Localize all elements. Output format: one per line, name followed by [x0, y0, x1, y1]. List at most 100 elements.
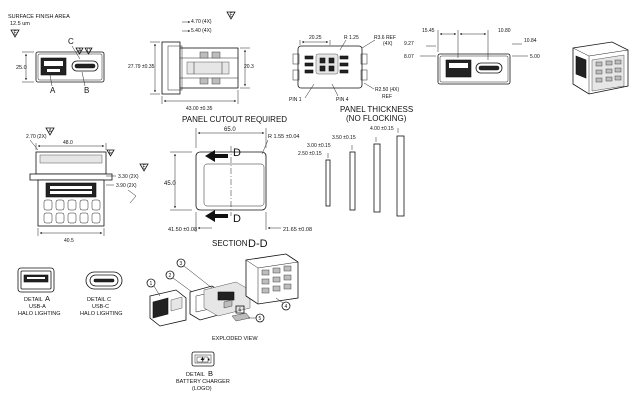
detail-b-line2: BATTERY CHARGER: [176, 379, 230, 385]
battery-charger-logo-icon: [196, 356, 210, 363]
callout-5: 5: [248, 313, 265, 323]
detail-a-word: DETAIL: [24, 297, 43, 303]
front-view: 25.0 C A B A D: [16, 37, 105, 95]
panel-dim-450: 45.0: [164, 181, 176, 187]
callout-5-label: 5: [259, 316, 262, 322]
surface-finish-value: 12.5 um: [10, 21, 30, 27]
usb-a-port-icon: [445, 59, 472, 78]
panel-thickness-title-2: (NO FLOCKING): [346, 114, 407, 123]
section-arrow-bottom-icon: [205, 210, 228, 222]
rear-dim-r250: R2.50 (4X): [375, 87, 400, 93]
callout-3-label: 3: [180, 261, 183, 267]
bottom-flag-a-icon: A: [45, 127, 55, 136]
panel-sample-350: [373, 143, 381, 213]
exploded-rear-housing: [245, 253, 299, 305]
bottom-flag-a-letter: A: [49, 129, 53, 135]
front-label-b: B: [84, 86, 89, 95]
side-flag-e-icon: E: [226, 11, 236, 20]
detail-a: DETAIL A USB-A HALO LIGHTING: [17, 267, 60, 317]
exploded-view: 1 2 3 4 5 6 EXPLODED VIEW: [146, 253, 299, 342]
panel-sample-300: [349, 151, 356, 211]
bottom-dim-330: 3.30 (2X): [118, 174, 139, 180]
bottom-flag-e1-icon: E: [106, 149, 115, 157]
exploded-label: [231, 312, 251, 322]
callout-3: 3: [176, 258, 213, 289]
side-dim-203: 20.3: [244, 64, 254, 70]
front-label-a: A: [50, 86, 56, 95]
panel-sample-250: [325, 159, 331, 207]
usb-c-halo-icon: [93, 278, 115, 283]
bottom-flag-e1-letter: E: [109, 150, 113, 156]
bottom-flag-e2-letter: E: [143, 165, 147, 171]
panel-dim-650: 65.0: [224, 127, 236, 133]
panel-cutout: PANEL CUTOUT REQUIRED 65.0 R 1.55 ±0.04 …: [164, 115, 312, 250]
right-front-view: 15.45 10.80 9.27 8.07 10.84 5.00: [404, 28, 540, 85]
callout-4-label: 4: [285, 304, 288, 310]
callout-6: 6: [235, 305, 245, 314]
panel-thickness-title-1: PANEL THICKNESS: [340, 105, 413, 114]
exploded-front-bezel: [149, 289, 187, 327]
rear-ref: REF: [382, 94, 392, 100]
rear-dim-2025: 20.25: [309, 35, 322, 41]
detail-a-letter: A: [45, 294, 50, 303]
surface-finish-flag-icon: E: [10, 29, 20, 38]
section-mark-bottom: D: [233, 213, 241, 225]
surface-finish-title: SURFACE FINISH AREA: [8, 14, 70, 20]
detail-c: DETAIL C USB-C HALO LIGHTING: [80, 271, 122, 317]
front-flag-a-letter: A: [78, 48, 82, 54]
detail-c-line1: DETAIL C: [87, 297, 111, 303]
detail-a-line2: USB-A: [29, 304, 46, 310]
rear-pin1: PIN 1: [289, 97, 302, 103]
thickness-dim-300: 3.00 ±0.15: [307, 143, 331, 149]
bottom-view: 2.70 (2X) A 48.0 E 3.30 (2X) 3.90 (2X) E…: [26, 127, 149, 244]
side-view: 4.70 (4X) 5.40 (4X) E 27.79 ±0.35 20.3 4…: [128, 11, 254, 112]
side-flag-e-letter: E: [230, 13, 234, 19]
panel-dim-4150: 41.50 ±0.08: [168, 227, 197, 233]
rear-dim-r36: R3.6 REF: [374, 35, 396, 41]
surface-finish-flag-letter: E: [14, 31, 18, 37]
front-flag-a-icon: A: [75, 47, 84, 55]
detail-b-word: DETAIL: [186, 372, 205, 378]
panel-thickness: PANEL THICKNESS (NO FLOCKING) 4.00 ±0.15…: [298, 105, 413, 217]
thickness-dim-350: 3.50 ±0.15: [332, 135, 356, 141]
rf-dim-1080: 10.80: [498, 28, 511, 34]
side-dim-2779: 27.79 ±0.35: [128, 64, 155, 70]
front-flag-d-icon: D: [84, 47, 93, 55]
callout-1: 1: [146, 278, 161, 297]
detail-b-line3: (LOGO): [192, 386, 212, 392]
callout-4: 4: [275, 297, 291, 311]
rear-dim-r125: R 1.25: [344, 35, 359, 41]
detail-c-line2: USB-C: [92, 304, 109, 310]
front-flag-d-letter: D: [87, 48, 91, 54]
front-dim-height: 25.0: [16, 65, 27, 71]
isometric-view: [572, 41, 629, 95]
panel-cutout-title: PANEL CUTOUT REQUIRED: [182, 115, 287, 124]
side-dim-4300: 43.00 ±0.35: [186, 106, 213, 112]
side-dim-470: 4.70 (4X): [191, 19, 212, 25]
detail-c-line3: HALO LIGHTING: [80, 311, 122, 317]
callout-2: 2: [165, 270, 193, 293]
front-label-c: C: [68, 37, 74, 46]
rf-dim-1545: 15.45: [422, 28, 435, 34]
bottom-dim-405: 40.5: [64, 238, 74, 244]
section-mark-top: D: [233, 147, 241, 159]
section-word: SECTION: [212, 239, 248, 248]
usb-a-port-icon: [40, 57, 67, 76]
bottom-dim-480: 48.0: [63, 140, 73, 146]
rf-dim-500: 5.00: [530, 54, 540, 60]
bottom-dim-270: 2.70 (2X): [26, 134, 47, 140]
surface-finish-note: SURFACE FINISH AREA 12.5 um E: [8, 14, 70, 38]
section-arrow-top-icon: [205, 150, 228, 162]
panel-dim-2165: 21.65 ±0.08: [283, 227, 312, 233]
rf-dim-1084: 10.84: [524, 38, 537, 44]
side-dim-540: 5.40 (4X): [191, 28, 212, 34]
rear-pin4: PIN 4: [336, 97, 349, 103]
section-letters: D-D: [248, 238, 268, 250]
rear-view: 20.25 R 1.25 R3.6 REF (4X) R2.50 (4X) RE…: [289, 35, 400, 103]
rf-dim-927: 9.27: [404, 41, 414, 47]
bottom-flag-e2-icon: E: [139, 163, 149, 172]
callout-6-label: 6: [239, 308, 242, 314]
thickness-dim-400: 4.00 ±0.15: [370, 126, 394, 132]
rf-dim-807: 8.07: [404, 54, 414, 60]
exploded-pcb-module: [203, 281, 251, 317]
